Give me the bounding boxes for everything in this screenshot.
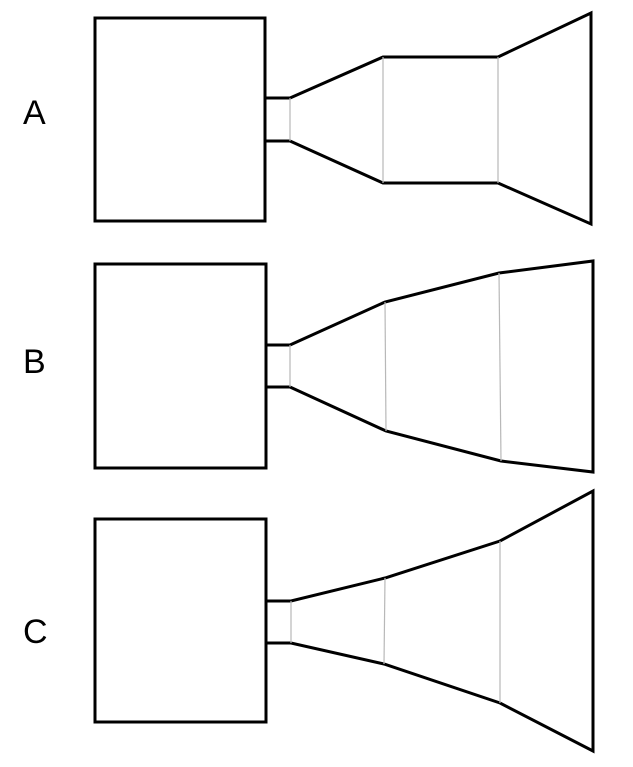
panel-b-nozzle-seam-2 xyxy=(498,272,502,462)
panel-c-nozzle xyxy=(266,488,595,754)
panel-a-nozzle-upper-contour xyxy=(265,10,593,227)
panel-b-nozzle-seam-1 xyxy=(384,301,387,432)
panel-c: C xyxy=(23,488,595,754)
panel-a-nozzle xyxy=(265,10,593,227)
panel-c-label: C xyxy=(23,613,48,651)
panel-b: B xyxy=(23,259,595,474)
panel-b-nozzle xyxy=(266,259,595,474)
panel-a-chamber-box xyxy=(93,16,267,223)
panel-b-chamber-box xyxy=(93,262,268,470)
panel-c-chamber-box xyxy=(93,517,268,724)
panel-c-nozzle-seam-1 xyxy=(383,577,386,665)
panel-a: A xyxy=(23,10,593,227)
panel-a-label: A xyxy=(23,94,46,132)
panel-b-nozzle-contour xyxy=(266,259,595,474)
panel-c-nozzle-contour xyxy=(266,488,595,754)
panel-b-label: B xyxy=(23,343,46,381)
